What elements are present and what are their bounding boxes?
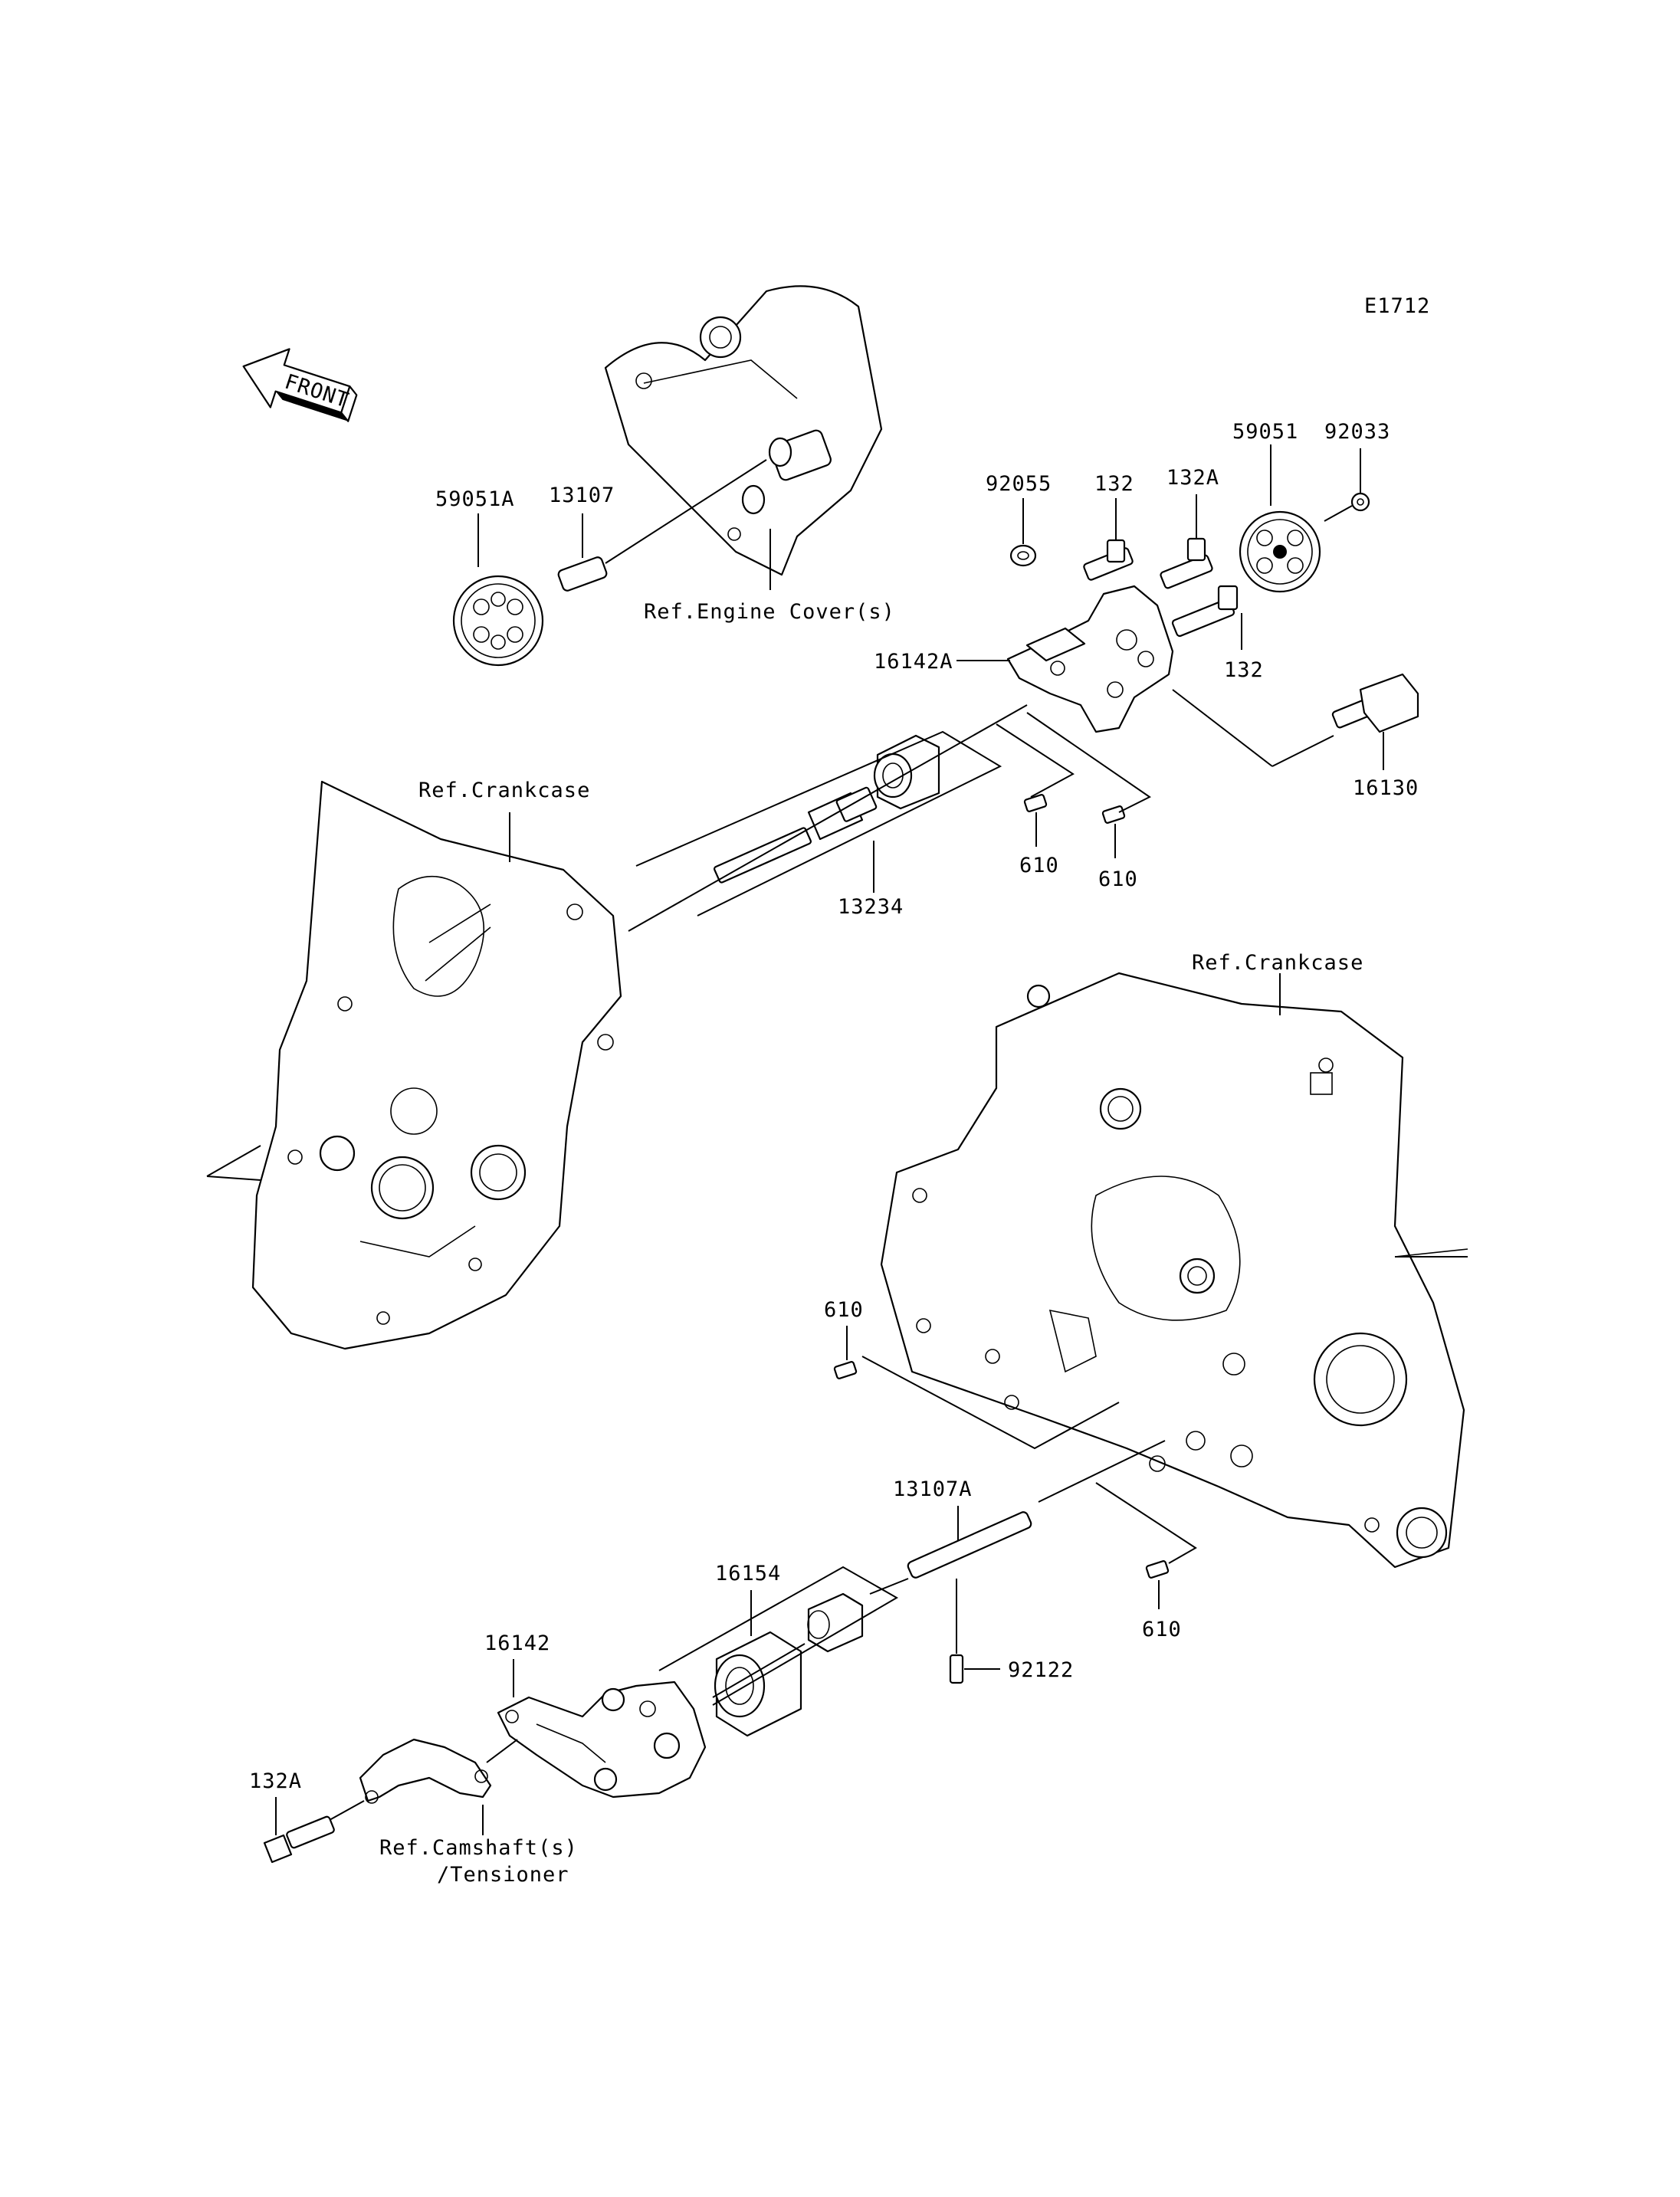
- label-59051: 59051: [1232, 420, 1298, 444]
- crankcase-left-ref-drawing: [251, 780, 622, 1350]
- clip-92033: [1350, 492, 1370, 512]
- washer-92055: [1009, 544, 1037, 567]
- label-13234: 13234: [838, 895, 904, 919]
- bolt-132-top: [1083, 539, 1134, 581]
- bolt-132A-bottom: [263, 1815, 335, 1864]
- label-59051A: 59051A: [435, 487, 515, 511]
- label-92033: 92033: [1324, 420, 1390, 444]
- label-16142: 16142: [484, 1631, 550, 1655]
- inner-rotor-16154: [807, 1592, 864, 1653]
- gear-59051: [1239, 510, 1321, 593]
- label-132-top: 132: [1094, 472, 1134, 496]
- crankcase-right-ref-drawing: [880, 972, 1468, 1569]
- label-92055: 92055: [986, 472, 1052, 496]
- ref-crankcase-left-label: Ref.Crankcase: [418, 779, 590, 802]
- bolt-132A-top: [1160, 537, 1213, 589]
- ref-camshaft-label-line2: /Tensioner: [437, 1863, 569, 1887]
- label-610-a: 610: [1019, 854, 1059, 877]
- label-610-d: 610: [1142, 1618, 1182, 1641]
- pin-13107: [557, 556, 608, 592]
- gear-59051A: [452, 575, 544, 667]
- inner-rotor-13234: [873, 734, 940, 810]
- bolt-132-right: [1171, 585, 1239, 638]
- front-arrow-icon: FRONT: [242, 348, 358, 422]
- dowel-610-a: [1023, 794, 1048, 812]
- label-132A-top: 132A: [1166, 466, 1219, 490]
- label-610-c: 610: [824, 1298, 864, 1322]
- label-13107A: 13107A: [893, 1477, 973, 1501]
- diagram-code: E1712: [1364, 294, 1430, 318]
- shaft-13107A: [907, 1511, 1032, 1579]
- label-16142A: 16142A: [874, 650, 953, 674]
- pump-cover-16142A: [1006, 585, 1174, 733]
- fitting-16130: [1331, 673, 1419, 733]
- ref-camshaft-label-line1: Ref.Camshaft(s): [379, 1836, 578, 1860]
- ref-crankcase-right-label: Ref.Crankcase: [1192, 951, 1363, 975]
- label-132A-bottom: 132A: [249, 1769, 302, 1793]
- label-16130: 16130: [1353, 776, 1419, 800]
- label-13107: 13107: [549, 484, 615, 507]
- label-132-right: 132: [1224, 658, 1264, 682]
- pump-body-16142: [497, 1681, 707, 1799]
- dowel-610-b: [1101, 805, 1126, 824]
- outer-rotor-16154: [714, 1631, 802, 1737]
- engine-cover-ref-drawing: [604, 285, 883, 576]
- label-610-b: 610: [1098, 867, 1138, 891]
- ref-engine-cover-label: Ref.Engine Cover(s): [644, 600, 895, 624]
- label-16154: 16154: [715, 1562, 781, 1585]
- label-92122: 92122: [1008, 1658, 1074, 1682]
- dowel-610-c: [833, 1361, 858, 1379]
- dowel-610-d: [1145, 1560, 1170, 1579]
- pin-92122: [949, 1654, 964, 1684]
- camshaft-tensioner-ref-drawing: [359, 1738, 492, 1804]
